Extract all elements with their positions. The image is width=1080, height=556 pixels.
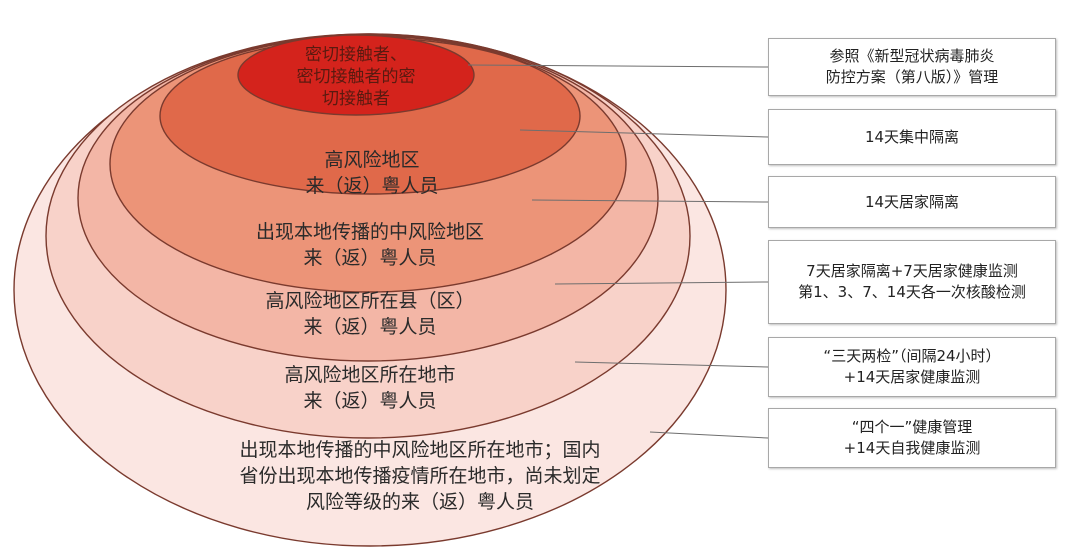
connector-line-4: [554, 281, 769, 285]
connector-line-3: [531, 199, 769, 203]
measure-box-home-quarantine-monitoring: 7天居家隔离+7天居家健康监测 第1、3、7、14天各一次核酸检测: [768, 240, 1056, 324]
connector-line-6: [649, 431, 769, 439]
layer-label-3: 出现本地传播的中风险地区 来（返）粤人员: [255, 221, 484, 269]
measure-box-home-quarantine: 14天居家隔离: [768, 176, 1056, 228]
ring-core: [237, 34, 475, 116]
measure-box-close-contacts: 参照《新型冠状病毒肺炎 防控方案（第八版）》管理: [768, 38, 1056, 96]
layer-label-2: 高风险地区 来（返）粤人员: [305, 149, 439, 197]
layer-label-6-outer: 出现本地传播的中风险地区所在地市；国内 省份出现本地传播疫情所在地市，尚未划定 …: [239, 439, 601, 513]
measure-box-three-days-two-tests: “三天两检”（间隔24小时） +14天居家健康监测: [768, 337, 1056, 397]
layer-label-1-core: 密切接触者、 密切接触者的密 切接触者: [296, 45, 416, 109]
measure-box-four-ones: “四个一”健康管理 +14天自我健康监测: [768, 408, 1056, 468]
connector-line-2: [519, 129, 769, 138]
connector-line-5: [574, 361, 769, 368]
measure-box-centralized-quarantine: 14天集中隔离: [768, 109, 1056, 165]
layer-label-4: 高风险地区所在县（区） 来（返）粤人员: [265, 290, 475, 338]
layer-label-5: 高风险地区所在地市 来（返）粤人员: [284, 364, 456, 412]
connector-line-1: [467, 64, 769, 68]
